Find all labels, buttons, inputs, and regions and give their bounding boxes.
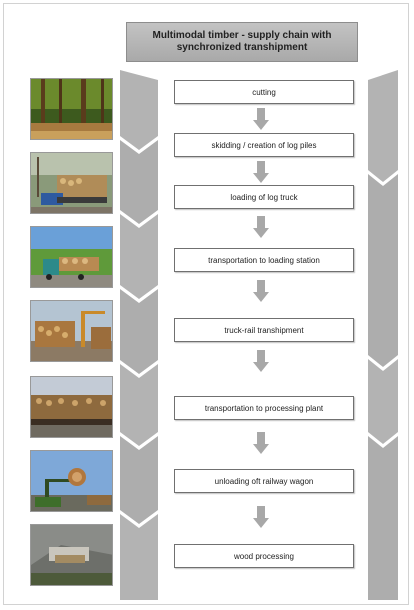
flow-arrow-icon [253,506,269,528]
log-truck-loading-photo [30,152,113,214]
left-process-lane [120,70,158,600]
flow-arrow-icon [253,280,269,302]
step-cutting: cutting [174,80,354,104]
flow-arrow-icon [253,432,269,454]
railway-wagon-photo [30,376,113,438]
flow-arrow-icon [253,108,269,130]
diagram-title: Multimodal timber - supply chain with sy… [126,22,358,62]
flow-arrow-icon [253,161,269,183]
log-truck-road-photo [30,226,113,288]
crane-unloading-photo [30,450,113,512]
step-transportation-loading-station: transportation to loading station [174,248,354,272]
step-truck-rail-transhipment: truck-rail transhipment [174,318,354,342]
right-mode-lane [368,70,398,600]
flow-arrow-icon [253,350,269,372]
step-skidding: skidding / creation of log piles [174,133,354,157]
forest-logs-photo [30,78,113,140]
flow-arrow-icon [253,216,269,238]
step-unloading-railway-wagon: unloading oft railway wagon [174,469,354,493]
step-transportation-processing-plant: transportation to processing plant [174,396,354,420]
step-wood-processing: wood processing [174,544,354,568]
log-pile-crane-photo [30,300,113,362]
processing-plant-photo [30,524,113,586]
step-loading-log-truck: loading of log truck [174,185,354,209]
